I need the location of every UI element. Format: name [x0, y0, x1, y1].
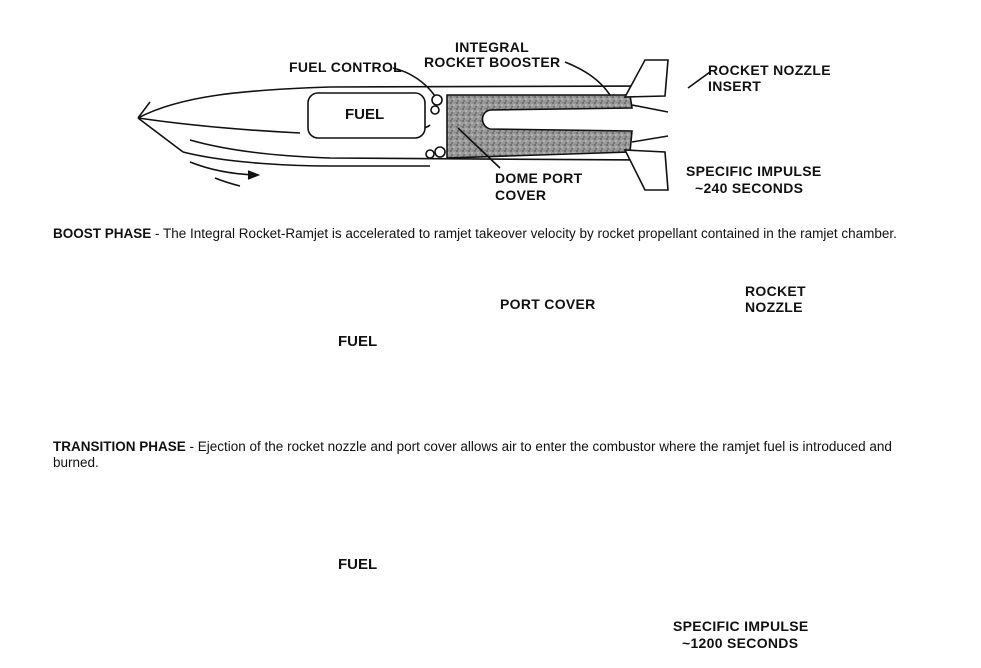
port-cover-label: PORT COVER — [500, 296, 596, 312]
lower-fin — [623, 149, 669, 191]
integral-label: INTEGRAL — [455, 39, 529, 55]
transition-caption: TRANSITION PHASE - Ejection of the rocke… — [53, 439, 933, 471]
nose-outline — [137, 85, 641, 119]
upper-fin — [623, 59, 669, 98]
fuel-tank — [307, 92, 426, 139]
caption-text: - The Integral Rocket-Ramjet is accelera… — [151, 226, 897, 241]
impulse-label-2: ~240 SECONDS — [695, 180, 804, 196]
fuel-control-label: FUEL CONTROL — [289, 59, 403, 75]
fuel-label: FUEL — [338, 556, 378, 573]
impulse-label-1: SPECIFIC IMPULSE — [673, 618, 809, 634]
impulse-label-1: SPECIFIC IMPULSE — [686, 163, 822, 179]
fuel-label: FUEL — [338, 333, 378, 350]
airflow-arrow — [189, 161, 256, 176]
nozzle-insert-label-2: INSERT — [708, 78, 762, 94]
fuel-label: FUEL — [345, 106, 385, 123]
dome-port-label-1: DOME PORT — [495, 170, 583, 186]
dome-port-label-2: COVER — [495, 187, 547, 203]
rocket-nozzle-label-1: ROCKET — [745, 283, 806, 299]
nozzle-insert-label-1: ROCKET NOZZLE — [708, 62, 831, 78]
caption-text: - Ejection of the rocket nozzle and port… — [53, 439, 892, 470]
rocket-propellant — [446, 94, 633, 159]
impulse-label-2: ~1200 SECONDS — [682, 635, 799, 651]
boost-caption: BOOST PHASE - The Integral Rocket-Ramjet… — [53, 226, 933, 242]
rocket-booster-label: ROCKET BOOSTER — [424, 54, 561, 70]
caption-title: TRANSITION PHASE — [53, 439, 186, 454]
missile-boost — [137, 59, 711, 191]
inlet-duct — [189, 139, 641, 161]
caption-title: BOOST PHASE — [53, 226, 152, 241]
rocket-nozzle-label-2: NOZZLE — [745, 299, 803, 315]
